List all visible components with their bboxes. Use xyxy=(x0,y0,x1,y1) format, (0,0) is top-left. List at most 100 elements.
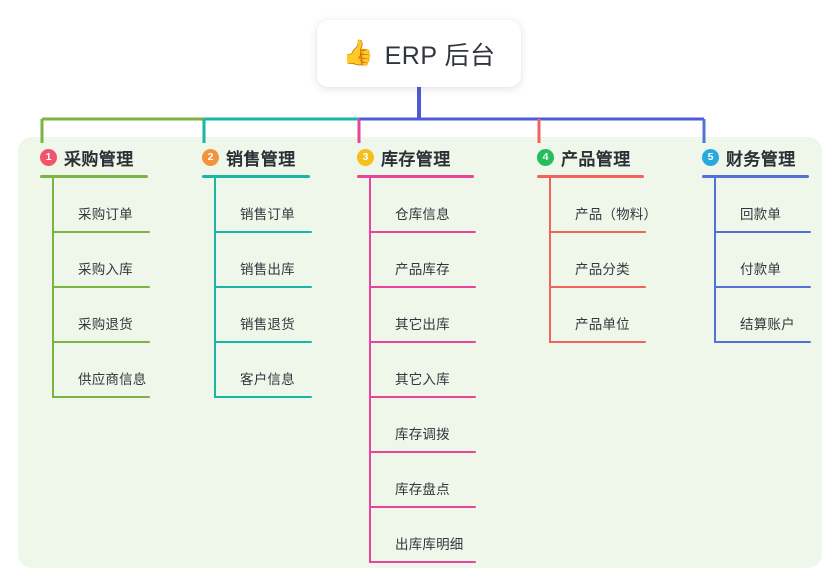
leaf-node[interactable]: 出库库明细 xyxy=(369,508,476,563)
leaf-node-label: 产品库存 xyxy=(395,262,450,277)
leaf-node-label: 采购入库 xyxy=(78,262,133,277)
leaf-node-label: 产品分类 xyxy=(575,262,630,277)
leaf-node-underline xyxy=(369,396,476,398)
branch-number-badge: 5 xyxy=(702,148,719,166)
leaf-node[interactable]: 其它出库 xyxy=(369,288,476,343)
leaf-node-label: 采购订单 xyxy=(78,207,133,222)
leaf-node[interactable]: 销售出库 xyxy=(214,233,312,288)
leaf-node-label: 其它出库 xyxy=(395,317,450,332)
leaf-node-underline xyxy=(214,231,312,233)
branch-number-badge: 2 xyxy=(202,148,219,166)
leaf-node-label: 产品单位 xyxy=(575,317,630,332)
leaf-node-underline xyxy=(549,231,646,233)
leaf-node-label: 销售退货 xyxy=(240,317,295,332)
leaf-node-label: 仓库信息 xyxy=(395,207,450,222)
leaf-node-label: 产品（物料） xyxy=(575,207,658,222)
leaf-node[interactable]: 销售退货 xyxy=(214,288,312,343)
branch-header[interactable]: 4 产品管理 xyxy=(537,146,644,169)
branch-number-badge: 4 xyxy=(537,148,554,166)
branch-spine xyxy=(714,178,716,343)
branch-underline xyxy=(702,175,809,178)
leaf-node[interactable]: 结算账户 xyxy=(714,288,811,343)
leaf-node-label: 库存调拨 xyxy=(395,427,450,442)
branch-column: 4 产品管理产品（物料） 产品分类产品单位 xyxy=(537,146,657,343)
leaf-node-label: 供应商信息 xyxy=(78,372,147,387)
branch-header[interactable]: 2 销售管理 xyxy=(202,146,310,169)
leaf-node[interactable]: 采购订单 xyxy=(52,178,150,233)
branch-children: 回款单付款单结算账户 xyxy=(714,178,811,343)
leaf-node-underline xyxy=(369,286,476,288)
leaf-node-underline xyxy=(214,396,312,398)
branch-column: 3 库存管理仓库信息产品库存其它出库其它入库库存调拨库存盘点出库库明细 xyxy=(357,146,476,563)
leaf-node[interactable]: 产品（物料） xyxy=(549,178,657,233)
branch-spine xyxy=(214,178,216,398)
branch-underline xyxy=(357,175,474,178)
branch-children: 产品（物料） 产品分类产品单位 xyxy=(549,178,657,343)
leaf-node[interactable]: 产品分类 xyxy=(549,233,646,288)
leaf-node-underline xyxy=(369,231,476,233)
branch-number-badge: 3 xyxy=(357,148,374,166)
branch-children: 采购订单采购入库采购退货供应商信息 xyxy=(52,178,150,398)
branch-spine xyxy=(549,178,551,343)
leaf-node-underline xyxy=(52,231,150,233)
branch-column: 2 销售管理销售订单销售出库销售退货客户信息 xyxy=(202,146,312,398)
leaf-node-underline xyxy=(369,341,476,343)
leaf-node-underline xyxy=(549,286,646,288)
leaf-node-underline xyxy=(714,341,811,343)
leaf-node-underline xyxy=(369,561,476,563)
leaf-node-label: 采购退货 xyxy=(78,317,133,332)
leaf-node[interactable]: 仓库信息 xyxy=(369,178,476,233)
branch-column: 5 财务管理回款单付款单结算账户 xyxy=(702,146,811,343)
branch-title: 销售管理 xyxy=(226,149,296,169)
leaf-node-label: 销售出库 xyxy=(240,262,295,277)
leaf-node-underline xyxy=(714,231,811,233)
leaf-node-label: 出库库明细 xyxy=(395,537,464,552)
diagram-panel xyxy=(18,137,822,568)
branch-title: 产品管理 xyxy=(561,149,631,169)
branch-title: 库存管理 xyxy=(381,149,451,169)
leaf-node-underline xyxy=(369,451,476,453)
leaf-node-underline xyxy=(214,286,312,288)
leaf-node[interactable]: 其它入库 xyxy=(369,343,476,398)
leaf-node[interactable]: 回款单 xyxy=(714,178,811,233)
leaf-node-label: 客户信息 xyxy=(240,372,295,387)
leaf-node-label: 结算账户 xyxy=(740,317,795,332)
leaf-node[interactable]: 产品单位 xyxy=(549,288,646,343)
thumbs-up-icon: 👍 xyxy=(342,39,374,67)
branch-number-badge: 1 xyxy=(40,148,57,166)
leaf-node[interactable]: 库存调拨 xyxy=(369,398,476,453)
leaf-node-label: 回款单 xyxy=(740,207,782,222)
leaf-node[interactable]: 付款单 xyxy=(714,233,811,288)
leaf-node-underline xyxy=(52,286,150,288)
leaf-node[interactable]: 采购入库 xyxy=(52,233,150,288)
leaf-node[interactable]: 库存盘点 xyxy=(369,453,476,508)
branch-header[interactable]: 3 库存管理 xyxy=(357,146,474,169)
leaf-node[interactable]: 产品库存 xyxy=(369,233,476,288)
leaf-node[interactable]: 采购退货 xyxy=(52,288,150,343)
leaf-node-label: 库存盘点 xyxy=(395,482,450,497)
branch-spine xyxy=(52,178,54,398)
leaf-node-underline xyxy=(549,341,646,343)
branch-title: 财务管理 xyxy=(726,149,796,169)
branch-underline xyxy=(202,175,310,178)
leaf-node-label: 付款单 xyxy=(740,262,782,277)
leaf-node-label: 销售订单 xyxy=(240,207,295,222)
leaf-node[interactable]: 销售订单 xyxy=(214,178,312,233)
branch-children: 销售订单销售出库销售退货客户信息 xyxy=(214,178,312,398)
leaf-node-label: 其它入库 xyxy=(395,372,450,387)
leaf-node-underline xyxy=(214,341,312,343)
leaf-node[interactable]: 供应商信息 xyxy=(52,343,150,398)
branch-children: 仓库信息产品库存其它出库其它入库库存调拨库存盘点出库库明细 xyxy=(369,178,476,563)
branch-underline xyxy=(40,175,148,178)
root-node[interactable]: 👍 ERP 后台 xyxy=(317,20,521,87)
root-title: ERP 后台 xyxy=(384,41,496,70)
leaf-node[interactable]: 客户信息 xyxy=(214,343,312,398)
leaf-node-underline xyxy=(369,506,476,508)
leaf-node-underline xyxy=(52,341,150,343)
branch-header[interactable]: 5 财务管理 xyxy=(702,146,809,169)
branch-underline xyxy=(537,175,644,178)
leaf-node-underline xyxy=(52,396,150,398)
